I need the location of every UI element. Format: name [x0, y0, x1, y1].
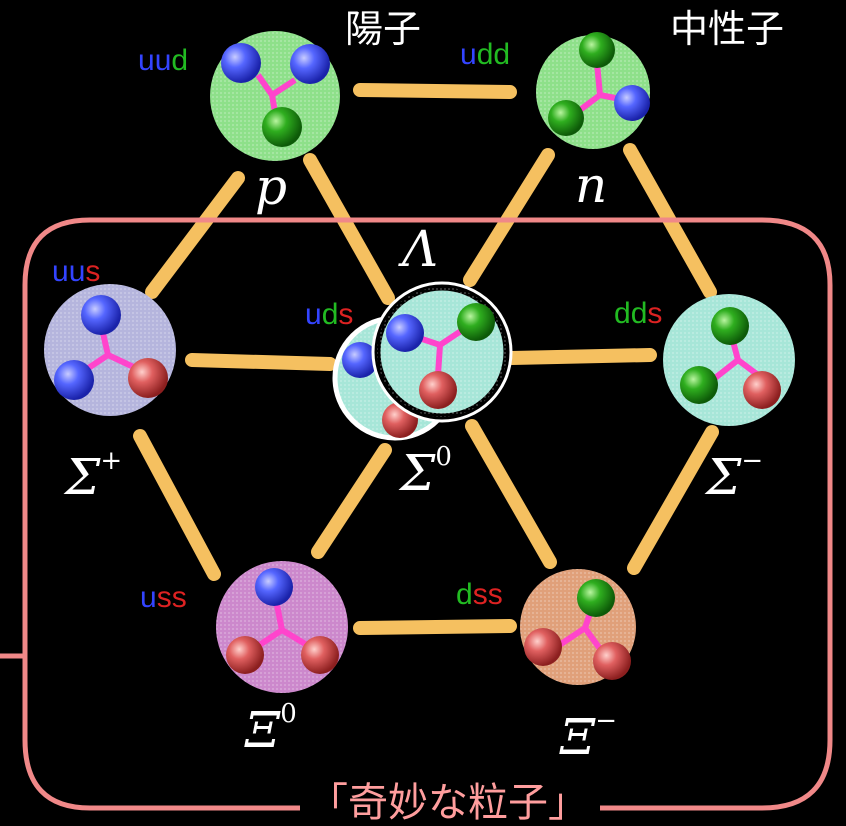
- symbol-base: Σ: [65, 448, 101, 506]
- d-quark-ball: [548, 100, 584, 136]
- proton-label: 陽子: [345, 7, 422, 51]
- s-quark-ball: [419, 371, 457, 409]
- d-quark-letter: d: [321, 298, 339, 331]
- u-quark-letter: u: [68, 255, 86, 288]
- d-quark-ball: [577, 579, 615, 617]
- symbol-superscript: +: [100, 446, 123, 476]
- quark-label-xi-zero: uss: [140, 583, 187, 613]
- s-quark-letter: s: [647, 297, 663, 330]
- symbol-proton: p: [255, 162, 287, 212]
- strange-particles-frame: [22, 217, 833, 811]
- u-quark-ball: [54, 360, 94, 400]
- s-quark-letter: s: [156, 581, 172, 614]
- symbol-base: Σ: [706, 448, 742, 506]
- quark-label-sigma-plus: uus: [52, 257, 100, 287]
- s-quark-ball: [301, 636, 339, 674]
- bond-xi-zero-xi-minus: [353, 619, 517, 635]
- symbol-base: n: [575, 156, 608, 214]
- symbol-xi-zero: Ξ0: [245, 701, 297, 755]
- s-quark-ball: [743, 371, 781, 409]
- d-quark-ball: [262, 107, 302, 147]
- u-quark-letter: u: [154, 44, 172, 77]
- neutron-label: 中性子: [670, 7, 785, 51]
- bond-center-xi-minus: [465, 419, 557, 569]
- s-quark-letter: s: [85, 255, 101, 288]
- bond-sigma-plus-center: [185, 353, 337, 371]
- s-quark-ball: [128, 358, 168, 398]
- bond-p-sigma-plus: [145, 171, 245, 299]
- quark-label-xi-minus: dss: [456, 580, 503, 610]
- d-quark-letter: d: [493, 38, 511, 71]
- d-quark-ball: [579, 32, 615, 68]
- u-quark-ball: [342, 342, 378, 378]
- symbol-neutron: n: [575, 160, 607, 210]
- symbol-superscript: 0: [280, 699, 297, 729]
- particle-neutron: [536, 32, 650, 149]
- symbol-sigma-plus: Σ+: [65, 448, 122, 502]
- d-quark-letter: d: [171, 44, 189, 77]
- u-quark-ball: [221, 43, 261, 83]
- symbol-base: Ξ: [245, 701, 281, 759]
- u-quark-letter: u: [305, 298, 322, 331]
- particle-xi-zero: [216, 561, 348, 693]
- s-quark-letter: s: [171, 581, 187, 614]
- symbol-base: Λ: [402, 220, 439, 278]
- d-quark-ball: [711, 307, 749, 345]
- quark-label-neutron: udd: [460, 40, 510, 70]
- s-quark-letter: s: [487, 578, 503, 611]
- quark-label-lambda: uds: [305, 300, 353, 330]
- s-quark-ball: [524, 628, 562, 666]
- symbol-xi-minus: Ξ−: [560, 708, 617, 762]
- s-quark-ball: [226, 636, 264, 674]
- symbol-base: Σ: [400, 444, 436, 502]
- quark-label-sigma-minus: dds: [614, 299, 662, 329]
- symbol-superscript: 0: [435, 442, 452, 472]
- particle-sigma-plus: [44, 284, 176, 416]
- d-quark-ball: [457, 303, 495, 341]
- bond-center-sigma-minus: [505, 348, 657, 365]
- symbol-base: p: [255, 158, 288, 216]
- bond-sigma-plus-xi-zero: [133, 429, 221, 581]
- symbol-base: Ξ: [560, 708, 596, 766]
- particle-sigma-minus: [663, 294, 795, 426]
- symbol-superscript: −: [595, 706, 617, 736]
- u-quark-ball: [614, 85, 650, 121]
- d-quark-letter: d: [456, 578, 473, 611]
- bond-sigma-minus-xi-minus: [627, 425, 719, 575]
- u-quark-ball: [290, 44, 330, 84]
- s-quark-letter: s: [472, 578, 488, 611]
- symbol-lambda: Λ: [402, 224, 438, 274]
- quark-label-proton: uud: [138, 46, 188, 76]
- u-quark-letter: u: [52, 255, 69, 288]
- bond-p-n: [353, 83, 517, 99]
- d-quark-ball: [680, 366, 718, 404]
- u-quark-letter: u: [140, 581, 157, 614]
- u-quark-letter: u: [138, 44, 155, 77]
- bond-center-xi-zero: [311, 443, 392, 559]
- s-quark-ball: [593, 642, 631, 680]
- d-quark-letter: d: [630, 297, 648, 330]
- u-quark-ball: [81, 295, 121, 335]
- particle-proton: [210, 31, 340, 161]
- symbol-sigma-zero: Σ0: [400, 444, 452, 498]
- strange-particles-label: 「奇妙な粒子」: [300, 783, 596, 823]
- u-quark-ball: [386, 314, 424, 352]
- d-quark-letter: d: [476, 38, 494, 71]
- u-quark-ball: [255, 568, 293, 606]
- u-quark-letter: u: [460, 38, 477, 71]
- symbol-superscript: −: [741, 446, 764, 476]
- symbol-sigma-minus: Σ−: [706, 448, 763, 502]
- s-quark-letter: s: [338, 298, 354, 331]
- bond-p-lambda: [303, 153, 395, 305]
- particle-lambda: [371, 281, 513, 423]
- d-quark-letter: d: [614, 297, 631, 330]
- particle-xi-minus: [520, 569, 636, 685]
